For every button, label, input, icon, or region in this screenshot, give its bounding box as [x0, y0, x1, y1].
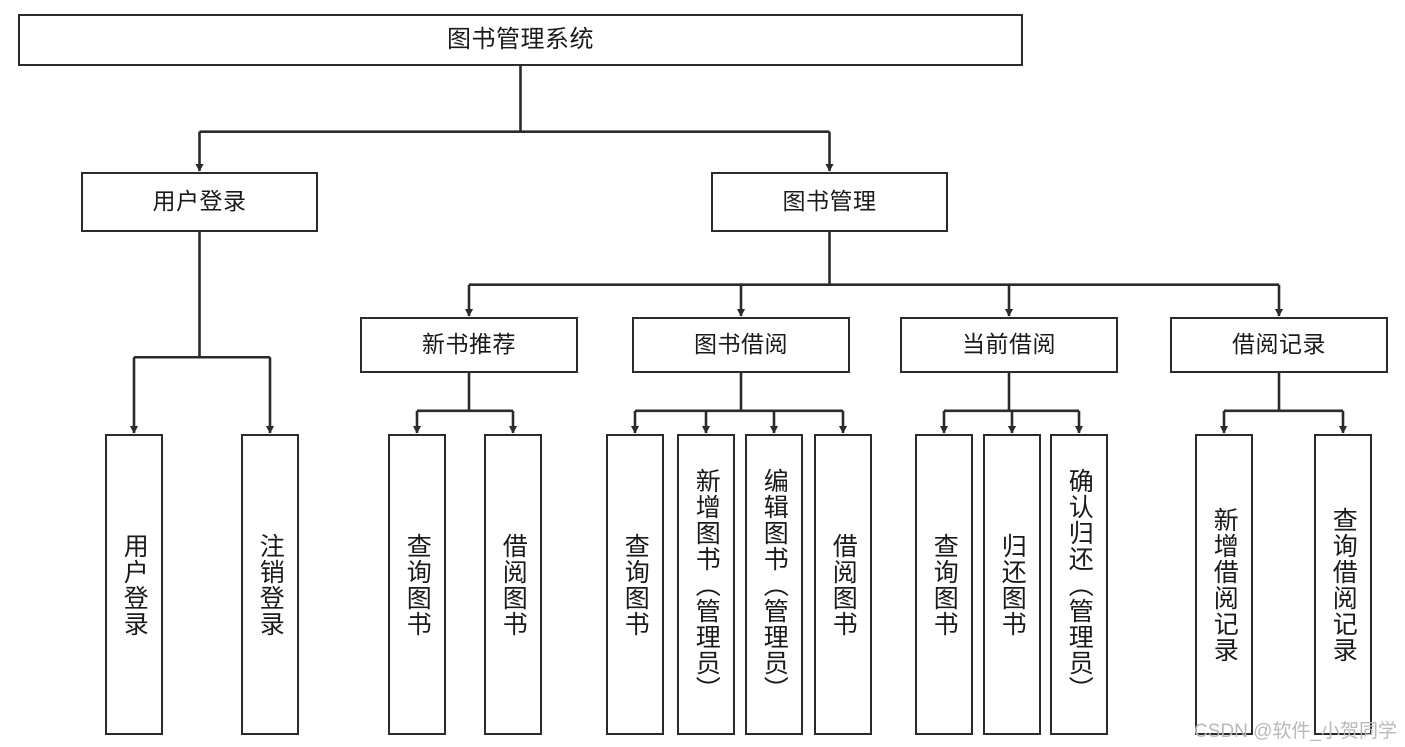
node-label-leaf-br-add-record: 新增借阅记录	[1210, 506, 1239, 663]
node-label-leaf-logout: 注销登录	[256, 532, 285, 637]
node-label-leaf-cb-return-book: 归还图书	[998, 532, 1027, 637]
node-user-login[interactable]: 用户登录	[81, 172, 318, 232]
node-leaf-cb-return-book[interactable]: 归还图书	[983, 434, 1041, 735]
node-leaf-br-add-record[interactable]: 新增借阅记录	[1195, 434, 1253, 735]
node-book-borrow[interactable]: 图书借阅	[632, 317, 850, 373]
node-label-leaf-nb-query-book: 查询图书	[403, 532, 432, 637]
node-label-root: 图书管理系统	[447, 25, 594, 53]
node-label-leaf-bb-borrow-book: 借阅图书	[829, 532, 858, 637]
node-leaf-bb-add-book[interactable]: 新增图书（管理员）	[677, 434, 735, 735]
node-leaf-user-login[interactable]: 用户登录	[105, 434, 163, 735]
node-label-leaf-nb-borrow-book: 借阅图书	[499, 532, 528, 637]
node-current-borrow[interactable]: 当前借阅	[900, 317, 1118, 373]
node-label-new-book-recommend: 新书推荐	[422, 331, 516, 358]
node-label-leaf-br-query-record: 查询借阅记录	[1329, 506, 1358, 663]
node-label-leaf-cb-confirm-return: 确认归还（管理员）	[1065, 467, 1094, 702]
node-leaf-bb-query-book[interactable]: 查询图书	[606, 434, 664, 735]
node-new-book-recommend[interactable]: 新书推荐	[360, 317, 578, 373]
node-leaf-nb-query-book[interactable]: 查询图书	[388, 434, 446, 735]
node-leaf-logout[interactable]: 注销登录	[241, 434, 299, 735]
node-label-leaf-bb-query-book: 查询图书	[621, 532, 650, 637]
node-leaf-cb-query-book[interactable]: 查询图书	[915, 434, 973, 735]
node-label-user-login: 用户登录	[152, 188, 247, 215]
node-label-book-borrow: 图书借阅	[694, 331, 788, 358]
node-leaf-cb-confirm-return[interactable]: 确认归还（管理员）	[1050, 434, 1108, 735]
node-label-leaf-bb-edit-book: 编辑图书（管理员）	[760, 467, 789, 702]
node-label-leaf-bb-add-book: 新增图书（管理员）	[692, 467, 721, 702]
node-leaf-nb-borrow-book[interactable]: 借阅图书	[484, 434, 542, 735]
node-leaf-br-query-record[interactable]: 查询借阅记录	[1314, 434, 1372, 735]
node-label-current-borrow: 当前借阅	[962, 331, 1056, 358]
node-leaf-bb-borrow-book[interactable]: 借阅图书	[814, 434, 872, 735]
node-label-leaf-cb-query-book: 查询图书	[930, 532, 959, 637]
node-borrow-record[interactable]: 借阅记录	[1170, 317, 1388, 373]
node-label-book-manage: 图书管理	[782, 188, 877, 215]
node-label-borrow-record: 借阅记录	[1232, 331, 1326, 358]
node-leaf-bb-edit-book[interactable]: 编辑图书（管理员）	[745, 434, 803, 735]
node-label-leaf-user-login: 用户登录	[120, 532, 149, 637]
node-book-manage[interactable]: 图书管理	[711, 172, 948, 232]
node-root[interactable]: 图书管理系统	[18, 14, 1023, 66]
watermark: CSDN @软件_小贺同学	[1194, 721, 1397, 742]
